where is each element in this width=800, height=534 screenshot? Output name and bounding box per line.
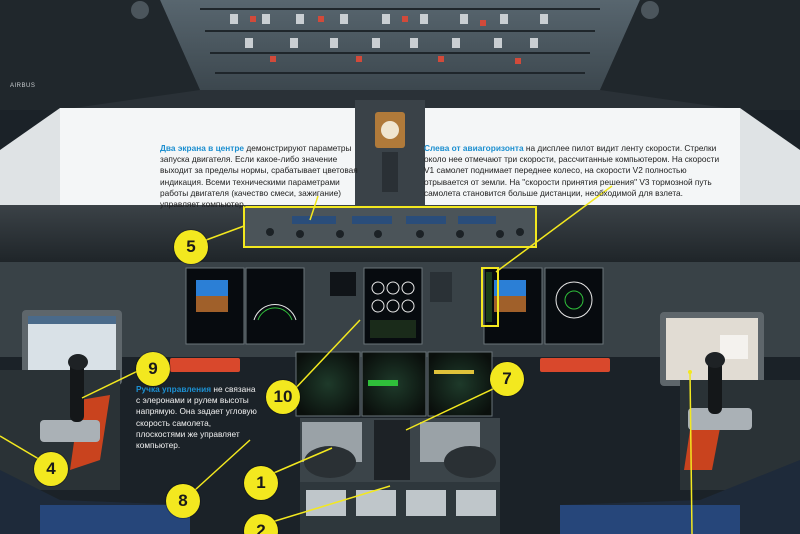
callout-speed-tape-text: на дисплее пилот видит ленту скорости. С… xyxy=(424,143,720,198)
callout-engine-screens: Два экрана в центре демонстрируют параме… xyxy=(160,143,360,210)
marker-8: 8 xyxy=(166,484,200,518)
callout-engine-screens-heading: Два экрана в центре xyxy=(160,143,245,153)
marker-9: 9 xyxy=(136,352,170,386)
marker-7: 7 xyxy=(490,362,524,396)
callout-speed-tape: Слева от авиагоризонта на дисплее пилот … xyxy=(424,143,720,199)
brand-label: AIRBUS xyxy=(10,83,36,89)
marker-1: 1 xyxy=(244,466,278,500)
callout-sidestick: Ручка управления не связана с элеронами … xyxy=(136,384,260,451)
marker-10: 10 xyxy=(266,380,300,414)
marker-5: 5 xyxy=(174,230,208,264)
callout-sidestick-heading: Ручка управления xyxy=(136,384,212,394)
callout-sidestick-text: не связана с элеронами и рулем высоты на… xyxy=(136,384,257,451)
callout-speed-tape-heading: Слева от авиагоризонта xyxy=(424,143,524,153)
callout-engine-screens-text: демонстрируют параметры запуска двигател… xyxy=(160,143,358,210)
marker-4: 4 xyxy=(34,452,68,486)
marker-2: 2 xyxy=(244,514,278,534)
